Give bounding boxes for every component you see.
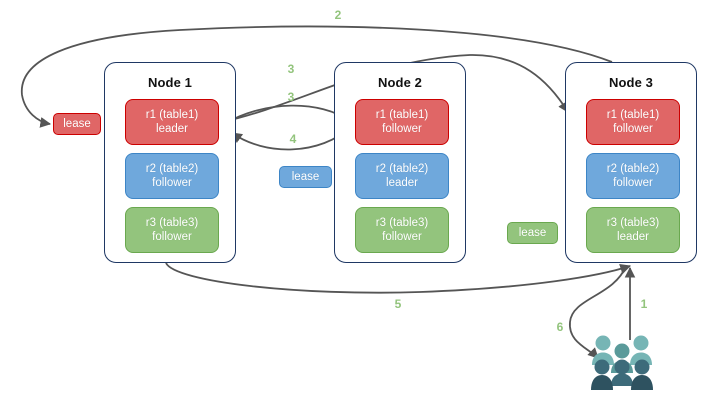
lease-badge-red: lease [53, 113, 101, 135]
replica-n2-r1[interactable]: r1 (table1) follower [355, 99, 449, 145]
replica-label-line1: r2 (table2) [375, 163, 429, 175]
replica-n1-r3[interactable]: r3 (table3) follower [125, 207, 219, 253]
node-title-3: Node 3 [609, 75, 653, 90]
node-title-2: Node 2 [378, 75, 422, 90]
replica-label-line2: follower [152, 177, 192, 189]
edge-label-5: 5 [394, 297, 402, 311]
replica-n1-r1[interactable]: r1 (table1) leader [125, 99, 219, 145]
edge-5-path [165, 262, 632, 294]
replica-label-line2: follower [613, 177, 653, 189]
replica-label-line1: r3 (table3) [606, 217, 660, 229]
node-container-2[interactable]: Node 2 r1 (table1) follower r2 (table2) … [334, 62, 466, 263]
replica-n3-r3[interactable]: r3 (table3) leader [586, 207, 680, 253]
replica-label-line1: r2 (table2) [145, 163, 199, 175]
replica-label-line2: leader [156, 123, 188, 135]
replica-label-line2: leader [386, 177, 418, 189]
replica-label-line1: r1 (table1) [375, 109, 429, 121]
edge-label-6: 6 [556, 320, 564, 334]
replica-n3-r2[interactable]: r2 (table2) follower [586, 153, 680, 199]
node-title-1: Node 1 [148, 75, 192, 90]
lease-badge-green: lease [507, 222, 558, 244]
replica-label-line2: follower [613, 123, 653, 135]
replica-label-line1: r3 (table3) [145, 217, 199, 229]
replica-label-line1: r1 (table1) [145, 109, 199, 121]
replica-n3-r1[interactable]: r1 (table1) follower [586, 99, 680, 145]
replica-n1-r2[interactable]: r2 (table2) follower [125, 153, 219, 199]
edge-3-lower-path [223, 104, 351, 125]
edge-label-4: 4 [289, 132, 297, 146]
edge-label-3-lower: 3 [287, 90, 295, 104]
replica-n2-r3[interactable]: r3 (table3) follower [355, 207, 449, 253]
replica-label-line1: r1 (table1) [606, 109, 660, 121]
replica-label-line2: follower [152, 231, 192, 243]
lease-badge-blue: lease [279, 166, 332, 188]
replica-label-line1: r2 (table2) [606, 163, 660, 175]
replica-label-line2: follower [382, 123, 422, 135]
replica-label-line2: follower [382, 231, 422, 243]
edge-label-1: 1 [640, 297, 648, 311]
replica-label-line2: leader [617, 231, 649, 243]
edge-label-3-upper: 3 [287, 62, 295, 76]
replica-label-line1: r3 (table3) [375, 217, 429, 229]
users-group-icon [591, 334, 653, 390]
replica-n2-r2[interactable]: r2 (table2) leader [355, 153, 449, 199]
node-container-3[interactable]: Node 3 r1 (table1) follower r2 (table2) … [565, 62, 697, 263]
node-container-1[interactable]: Node 1 r1 (table1) leader r2 (table2) fo… [104, 62, 236, 263]
edge-label-2: 2 [334, 8, 342, 22]
